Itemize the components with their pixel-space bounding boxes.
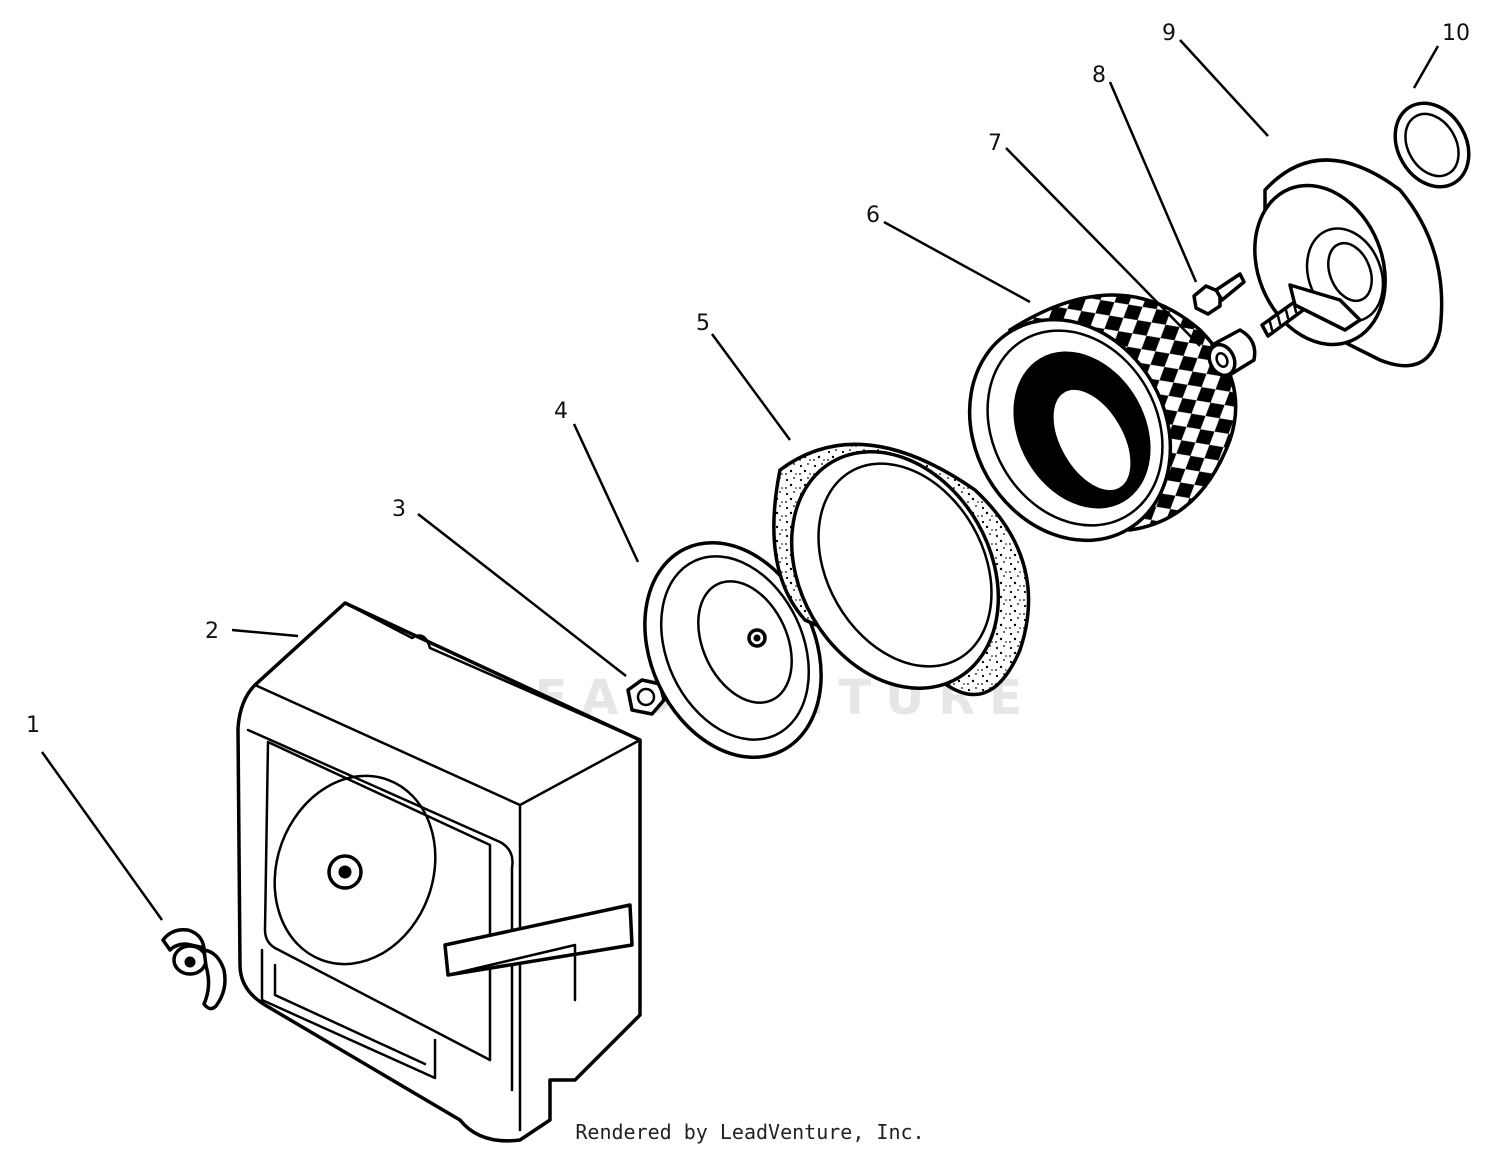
part-8-bolt[interactable] xyxy=(1192,272,1246,316)
footer-credit: Rendered by LeadVenture, Inc. xyxy=(575,1120,925,1144)
part-6-paper-filter[interactable] xyxy=(930,283,1238,577)
callout-3: 3 xyxy=(392,497,406,522)
callout-9: 9 xyxy=(1162,21,1176,46)
leader-2 xyxy=(231,628,299,638)
callout-7: 7 xyxy=(988,131,1002,156)
callout-labels: 1 2 3 4 5 6 7 8 9 10 xyxy=(26,21,1470,738)
callout-10: 10 xyxy=(1442,21,1470,46)
part-5-foam-precleaner[interactable] xyxy=(750,414,1040,726)
callout-2: 2 xyxy=(205,619,219,644)
leader-5 xyxy=(710,333,792,441)
leader-1 xyxy=(40,751,164,921)
part-2-air-cleaner-cover[interactable] xyxy=(236,601,642,1143)
callout-6: 6 xyxy=(866,203,880,228)
callout-4: 4 xyxy=(554,399,568,424)
leader-7 xyxy=(1005,147,1201,347)
leader-8 xyxy=(1108,81,1198,283)
leader-3 xyxy=(417,513,627,677)
leader-10 xyxy=(1412,45,1440,89)
part-3-hex-nut[interactable] xyxy=(626,678,666,716)
part-9-back-plate[interactable] xyxy=(1232,158,1444,368)
leader-4 xyxy=(572,423,640,563)
part-7-spacer[interactable] xyxy=(1204,328,1257,380)
callout-1: 1 xyxy=(26,713,40,738)
leader-9 xyxy=(1179,39,1269,137)
callout-5: 5 xyxy=(696,311,710,336)
leader-6 xyxy=(883,220,1031,304)
part-1-wing-nut[interactable] xyxy=(161,927,227,1011)
part-10-gasket[interactable] xyxy=(1381,90,1484,200)
leader-lines xyxy=(40,39,1440,921)
callout-8: 8 xyxy=(1092,63,1106,88)
